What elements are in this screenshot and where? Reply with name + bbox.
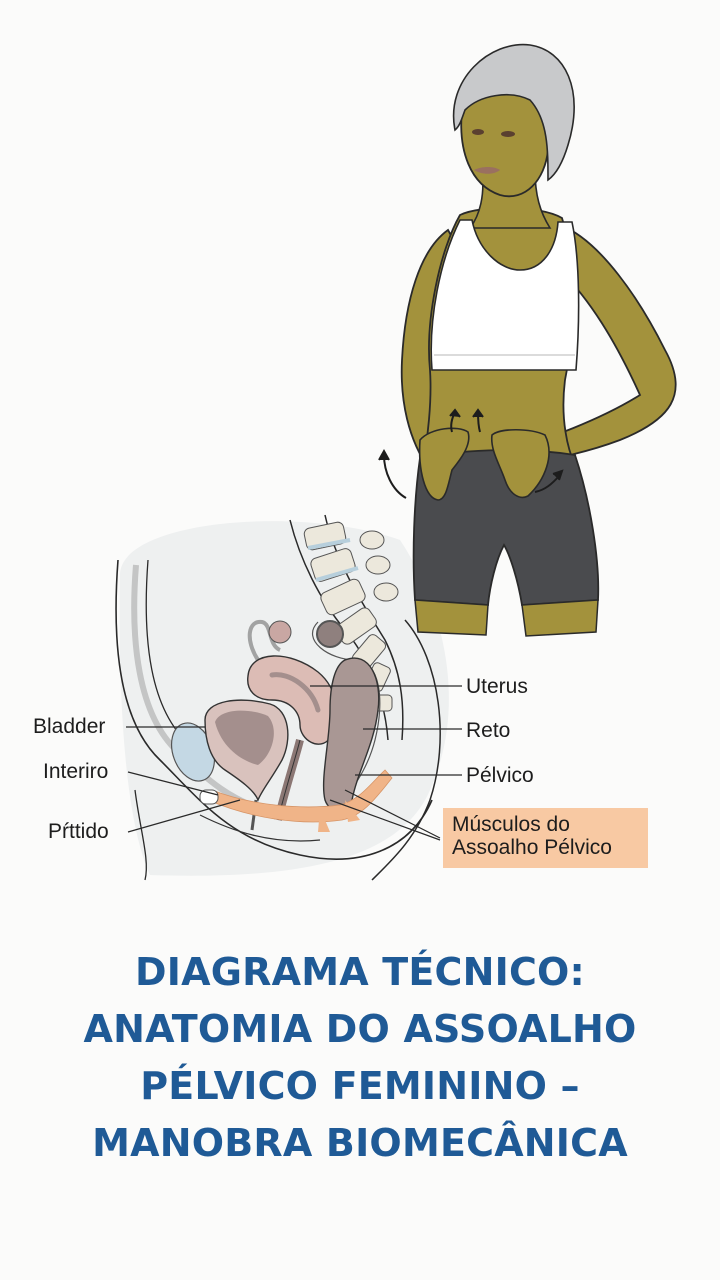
- page-title: DIAGRAMA TÉCNICO: ANATOMIA DO ASSOALHO P…: [0, 944, 720, 1172]
- illustration: [115, 43, 677, 881]
- label-interiro: Interiro: [43, 760, 109, 783]
- label-bladder: Bladder: [33, 715, 106, 738]
- pelvic-floor-callout: Músculos do Assoalho Pélvico: [443, 808, 648, 868]
- movement-arrows: [378, 408, 564, 499]
- title-line-4: MANOBRA BIOMECÂNICA: [92, 1121, 628, 1165]
- label-reto: Reto: [466, 719, 511, 742]
- callout-line-2: Assoalho Pélvico: [452, 835, 612, 859]
- label-uterus: Uterus: [466, 675, 528, 698]
- label-prttido: Pŕttido: [48, 820, 109, 843]
- uterus: [247, 655, 338, 745]
- pelvic-floor-muscles: [207, 769, 393, 832]
- sports-bra: [430, 219, 580, 371]
- woman-figure: [378, 43, 677, 637]
- label-pelvico: Pélvico: [466, 764, 534, 787]
- title-line-1: DIAGRAMA TÉCNICO:: [135, 950, 585, 994]
- title-line-2: ANATOMIA DO ASSOALHO: [83, 1007, 637, 1051]
- title-line-3: PÉLVICO FEMININO –: [140, 1064, 580, 1108]
- curved-arrow-left-hip: [383, 454, 407, 499]
- pelvis-diagram: [115, 514, 462, 881]
- callout-line-1: Músculos do: [452, 813, 570, 836]
- gray-hair: [452, 43, 575, 182]
- head: [452, 43, 575, 198]
